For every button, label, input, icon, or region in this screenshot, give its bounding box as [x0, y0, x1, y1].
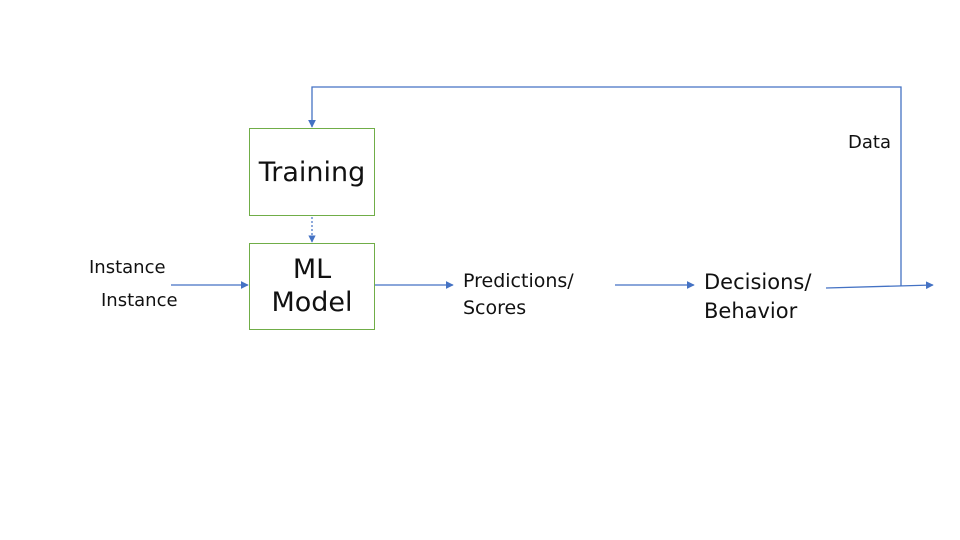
decisions-label-line1: Decisions/ — [704, 270, 812, 294]
training-label: Training — [258, 156, 366, 188]
predictions-label-line1: Predictions/ — [463, 270, 574, 292]
instance-label-1: Instance — [89, 257, 166, 278]
arrow-decisions-out — [825, 281, 934, 290]
predictions-label: Predictions/ Scores — [463, 268, 574, 321]
ml-model-label-line1: ML — [292, 254, 332, 286]
predictions-label-line2: Scores — [463, 296, 527, 319]
decisions-label: Decisions/ Behavior — [704, 268, 811, 327]
ml-model-box: ML Model — [249, 243, 375, 330]
instance-label-2: Instance — [101, 290, 178, 311]
ml-model-label-line2: Model — [271, 286, 353, 318]
arrow-data-feedback-loop — [308, 86, 902, 286]
training-box: Training — [249, 128, 375, 216]
data-feedback-label: Data — [848, 132, 891, 153]
decisions-label-line2: Behavior — [704, 299, 798, 324]
